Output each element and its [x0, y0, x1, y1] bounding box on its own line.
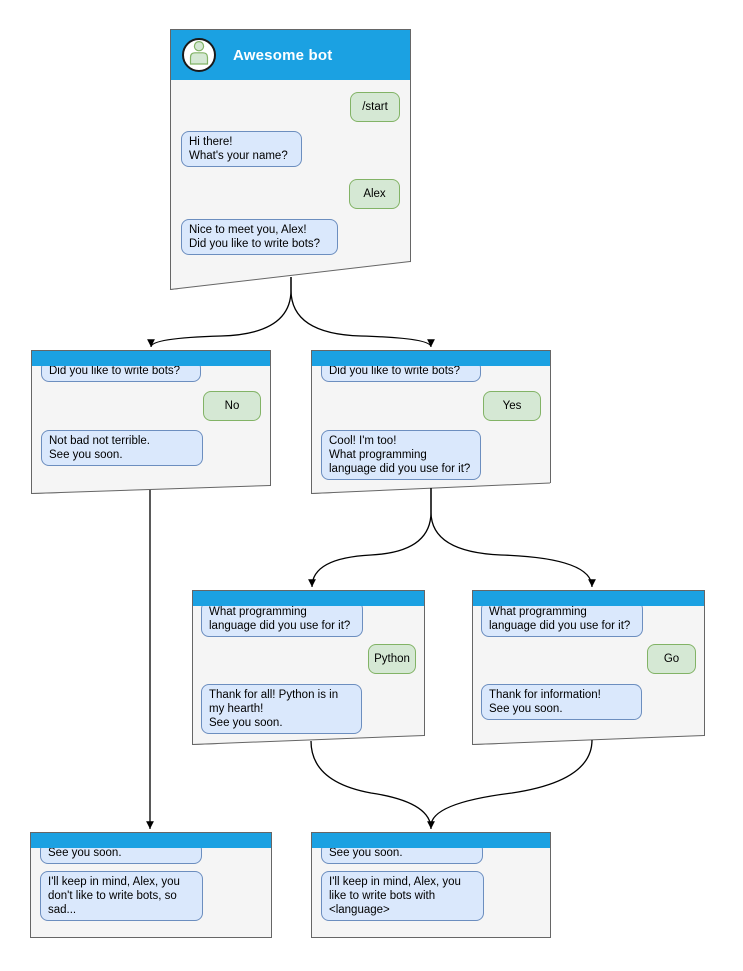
chat-header — [31, 833, 271, 848]
chat-header — [193, 591, 424, 606]
chat-body: What programming language did you use fo… — [193, 601, 424, 734]
chat-header — [32, 351, 270, 366]
chat-header — [473, 591, 704, 606]
chat-body: Did you like to write bots? Yes Cool! I'… — [312, 360, 550, 480]
chat-window-branch-yes: Did you like to write bots? Yes Cool! I'… — [311, 350, 551, 494]
chat-window-end-no: See you soon. I'll keep in mind, Alex, y… — [30, 832, 272, 938]
arrow-yes-to-python — [308, 488, 432, 588]
chat-window-branch-no: Did you like to write bots? No Not bad n… — [31, 350, 271, 494]
arrow-go-to-end — [430, 739, 593, 827]
chat-window-branch-python: What programming language did you use fo… — [192, 590, 425, 745]
bot-message-bubble: Thank for information! See you soon. — [481, 684, 642, 720]
bot-message-bubble: Hi there! What's your name? — [181, 131, 302, 167]
bot-avatar — [182, 38, 216, 72]
bot-message-bubble: Not bad not terrible. See you soon. — [41, 430, 203, 466]
chat-window-main: Awesome bot /start Hi there! What's your… — [170, 29, 411, 290]
user-message-bubble: Alex — [349, 179, 400, 209]
bot-message-bubble: What programming language did you use fo… — [201, 601, 363, 637]
bot-message-bubble: Cool! I'm too! What programming language… — [321, 430, 481, 480]
chat-window-branch-go: What programming language did you use fo… — [472, 590, 705, 745]
person-icon — [188, 40, 210, 70]
bot-message-bubble: I'll keep in mind, Alex, you don't like … — [40, 871, 203, 921]
user-message-bubble: /start — [350, 92, 400, 122]
chat-body: See you soon. I'll keep in mind, Alex, y… — [312, 842, 550, 921]
chat-body: Did you like to write bots? No Not bad n… — [32, 360, 270, 466]
bot-message-bubble: Nice to meet you, Alex! Did you like to … — [181, 219, 338, 255]
user-message-bubble: Python — [368, 644, 416, 674]
chat-window-end-language: See you soon. I'll keep in mind, Alex, y… — [311, 832, 551, 938]
chat-body: What programming language did you use fo… — [473, 601, 704, 720]
arrow-yes-to-go — [430, 488, 596, 588]
arrow-main-to-yes — [290, 277, 435, 348]
bot-message-bubble: I'll keep in mind, Alex, you like to wri… — [321, 871, 484, 921]
chat-header — [312, 833, 550, 848]
user-message-bubble: Yes — [483, 391, 541, 421]
bot-message-bubble: What programming language did you use fo… — [481, 601, 643, 637]
bot-message-bubble: Thank for all! Python is in my hearth! S… — [201, 684, 362, 734]
arrow-python-to-end — [310, 740, 435, 830]
user-message-bubble: Go — [647, 644, 696, 674]
chat-header: Awesome bot — [171, 30, 410, 80]
user-message-bubble: No — [203, 391, 261, 421]
chat-body: See you soon. I'll keep in mind, Alex, y… — [31, 842, 271, 921]
chat-body: /start Hi there! What's your name? Alex … — [171, 80, 410, 255]
chat-title: Awesome bot — [233, 46, 333, 64]
chat-header — [312, 351, 550, 366]
